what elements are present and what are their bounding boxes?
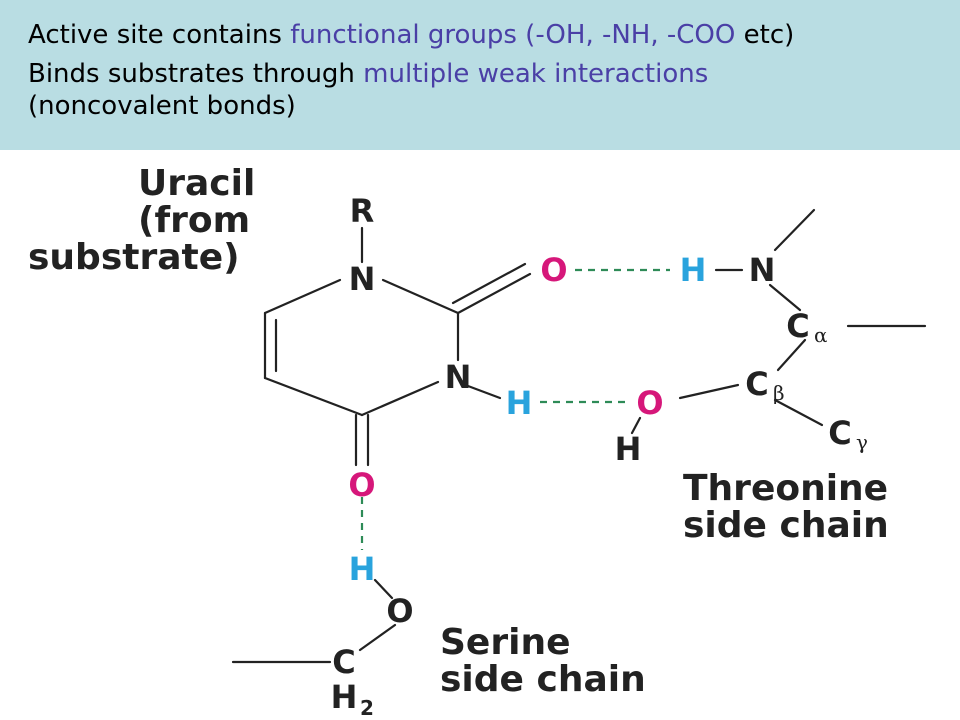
atom-n-thr: N — [749, 251, 776, 289]
serine-bonds — [231, 578, 397, 664]
threonine-bonds — [630, 208, 927, 435]
subscript-alpha: α — [814, 323, 828, 347]
bond-cbeta-cgamma — [773, 398, 824, 427]
bond-c2-n1 — [381, 278, 460, 315]
subscript-gamma: γ — [856, 430, 868, 454]
diagram-captions: Uracil (from substrate) Threonine side c… — [28, 163, 889, 700]
line2-suffix: (noncovalent bonds) — [28, 91, 296, 121]
threonine-label-line-1: Threonine — [683, 468, 888, 509]
active-site-diagram: R N O H N N H O H O H O C H C C C α β γ … — [28, 163, 927, 720]
atom-c-alpha: C — [786, 307, 809, 345]
bond-n-methyl — [773, 208, 816, 252]
bond-c2-o-double — [451, 262, 527, 305]
bond-c2-o — [456, 272, 532, 315]
atom-h2-ser: H — [331, 678, 358, 716]
bond-n-calpha — [768, 283, 802, 312]
line1-highlight: functional groups (-OH, -NH, -COO — [290, 20, 736, 50]
atom-h-thr-n: H — [680, 251, 707, 289]
atom-o-carbonyl-top: O — [540, 251, 567, 289]
bond-calpha-cbeta — [776, 338, 807, 372]
subscript-beta: β — [773, 381, 785, 405]
header-banner: Active site contains functional groups (… — [0, 0, 960, 150]
atom-h-thr-o: H — [615, 430, 642, 468]
line2-highlight: multiple weak interactions — [363, 59, 709, 89]
serine-label-line-1: Serine — [440, 622, 570, 663]
uracil-label-line-3: substrate) — [28, 237, 240, 278]
line2-prefix: Binds substrates through — [28, 59, 364, 89]
atom-labels: R N O H N N H O H O H O C H C C C — [331, 192, 852, 716]
bond-h-o-ser — [373, 578, 394, 600]
atom-c-beta: C — [745, 365, 768, 403]
atom-h-ser: H — [349, 550, 376, 588]
uracil-label-line-1: Uracil — [138, 163, 255, 204]
atom-n3: N — [445, 358, 472, 396]
bond-o-h-thr — [630, 416, 642, 435]
line1-suffix: etc) — [735, 20, 795, 50]
atom-h-n3: H — [506, 384, 533, 422]
serine-label-line-2: side chain — [440, 659, 646, 700]
header-line-weak-interactions: Binds substrates through multiple weak i… — [28, 58, 960, 122]
atom-o-thr: O — [636, 384, 663, 422]
atom-o-ser: O — [386, 592, 413, 630]
bond-n1-c6 — [263, 278, 342, 315]
uracil-ring-bonds — [263, 226, 532, 467]
threonine-label-line-2: side chain — [683, 505, 889, 546]
atom-c-ser: C — [332, 643, 355, 681]
atom-r: R — [350, 192, 375, 230]
atom-c-gamma: C — [828, 414, 851, 452]
uracil-label-line-2: (from — [138, 200, 250, 241]
bond-cbeta-o — [678, 383, 740, 400]
atom-o-carbonyl-bottom: O — [348, 466, 375, 504]
atom-subscripts: α β γ 2 — [360, 323, 868, 720]
bond-n3-h — [466, 384, 502, 400]
bond-o-c-ser — [358, 623, 397, 652]
hydrogen-bonds — [360, 268, 670, 550]
subscript-two: 2 — [360, 696, 374, 720]
bond-c5-c4 — [263, 376, 364, 417]
bond-c4-n3 — [360, 380, 440, 417]
line1-prefix: Active site contains — [28, 20, 291, 50]
atom-n1: N — [349, 260, 376, 298]
header-line-functional-groups: Active site contains functional groups (… — [28, 14, 960, 56]
